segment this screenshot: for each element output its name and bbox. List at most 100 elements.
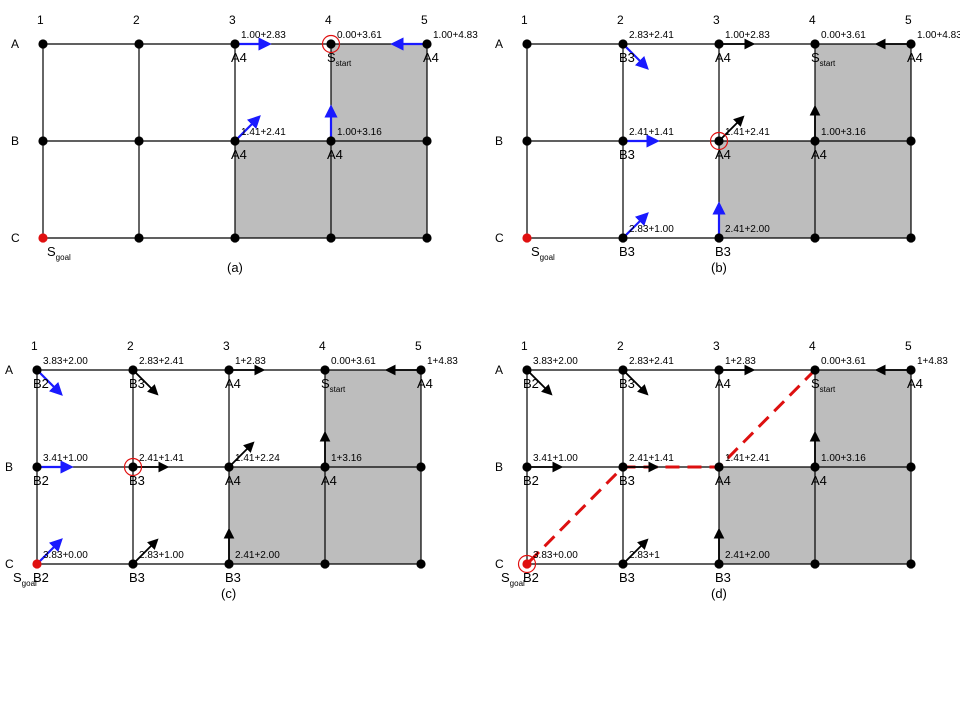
column-label: 2 — [617, 339, 624, 353]
grid-node — [810, 365, 820, 375]
column-label: 1 — [31, 339, 38, 353]
optimal-path-line — [525, 368, 817, 566]
grid-node — [128, 559, 138, 569]
parent-label: B3 — [715, 570, 731, 585]
parent-label: A4 — [715, 376, 731, 391]
grid-node — [416, 365, 426, 375]
grid-node — [906, 462, 916, 472]
row-label: C — [495, 557, 504, 571]
cost-label: 3.83+2.00 — [43, 356, 88, 367]
cost-label: 3.83+0.00 — [43, 550, 88, 561]
grid-node — [32, 365, 42, 375]
current-node-ring — [709, 131, 729, 151]
row-label: C — [5, 557, 14, 571]
goal-label-subscript: goal — [540, 253, 555, 262]
grid-node — [618, 462, 628, 472]
cost-label: 1.41+2.24 — [235, 453, 280, 464]
parent-label: B2 — [33, 473, 49, 488]
current-node-ring — [123, 457, 143, 477]
cost-label: 1.00+3.16 — [337, 127, 382, 138]
shaded-cell — [235, 141, 331, 238]
grid-node — [134, 136, 144, 146]
start-label-subscript: start — [336, 59, 352, 68]
cost-label: 2.41+1.41 — [629, 127, 674, 138]
parent-label: B2 — [523, 376, 539, 391]
grid-node — [38, 136, 48, 146]
parent-label: A4 — [907, 376, 923, 391]
grid-node — [810, 559, 820, 569]
shaded-cell — [325, 370, 421, 467]
column-label: 2 — [127, 339, 134, 353]
goal-node — [522, 233, 532, 243]
parent-label: A4 — [423, 50, 439, 65]
grid-node — [224, 365, 234, 375]
goal-label-subscript: goal — [510, 579, 525, 588]
cost-label: 1.00+4.83 — [917, 30, 960, 41]
parent-arrow — [228, 441, 255, 468]
cost-label: 3.83+2.00 — [533, 356, 578, 367]
grid-node — [134, 39, 144, 49]
parent-label: A4 — [225, 376, 241, 391]
parent-label: A4 — [715, 147, 731, 162]
parent-label: A4 — [811, 147, 827, 162]
grid-node — [224, 559, 234, 569]
parent-label: B3 — [619, 147, 635, 162]
grid-node — [522, 39, 532, 49]
cost-label: 2.83+2.41 — [629, 30, 674, 41]
grid-node — [38, 39, 48, 49]
panel-caption: (d) — [711, 586, 727, 601]
cost-label: 1.00+2.83 — [241, 30, 286, 41]
parent-label: B3 — [619, 570, 635, 585]
parent-label: A4 — [327, 147, 343, 162]
row-label: A — [495, 37, 503, 51]
parent-label: A4 — [225, 473, 241, 488]
parent-label: B2 — [33, 570, 49, 585]
parent-label: B3 — [619, 50, 635, 65]
column-label: 4 — [809, 339, 816, 353]
cost-label: 3.41+1.00 — [533, 453, 578, 464]
grid-node — [810, 233, 820, 243]
grid-node — [810, 462, 820, 472]
column-label: 1 — [521, 339, 528, 353]
row-label: A — [5, 363, 13, 377]
column-label: 1 — [37, 13, 44, 27]
grid-node — [134, 233, 144, 243]
cost-label: 0.00+3.61 — [821, 356, 866, 367]
row-label: C — [11, 231, 20, 245]
start-label-subscript: start — [330, 385, 346, 394]
column-label: 3 — [713, 13, 720, 27]
grid-node — [906, 365, 916, 375]
new-parent-arrow — [36, 369, 63, 396]
goal-node — [522, 559, 532, 569]
grid-node — [128, 365, 138, 375]
cost-label: 2.83+2.41 — [139, 356, 184, 367]
parent-label: B3 — [715, 244, 731, 259]
parent-label: A4 — [417, 376, 433, 391]
shaded-cell — [325, 467, 421, 564]
goal-label: Sgoal — [531, 244, 555, 262]
grid-node — [32, 462, 42, 472]
column-label: 5 — [415, 339, 422, 353]
goal-node — [38, 233, 48, 243]
grid-node — [522, 136, 532, 146]
parent-label: B2 — [523, 570, 539, 585]
parent-label: A4 — [907, 50, 923, 65]
panel-caption: (c) — [221, 586, 236, 601]
parent-label: B3 — [619, 244, 635, 259]
grid-node — [128, 462, 138, 472]
shaded-cell — [815, 141, 911, 238]
cost-label: 3.41+1.00 — [43, 453, 88, 464]
current-node-ring — [321, 34, 341, 54]
goal-label: Sgoal — [501, 570, 525, 588]
column-label: 1 — [521, 13, 528, 27]
grid-node — [422, 136, 432, 146]
cost-label: 1.41+2.41 — [241, 127, 286, 138]
column-label: 4 — [325, 13, 332, 27]
cost-label: 2.41+2.00 — [235, 550, 280, 561]
row-label: B — [495, 460, 503, 474]
grid-node — [714, 365, 724, 375]
